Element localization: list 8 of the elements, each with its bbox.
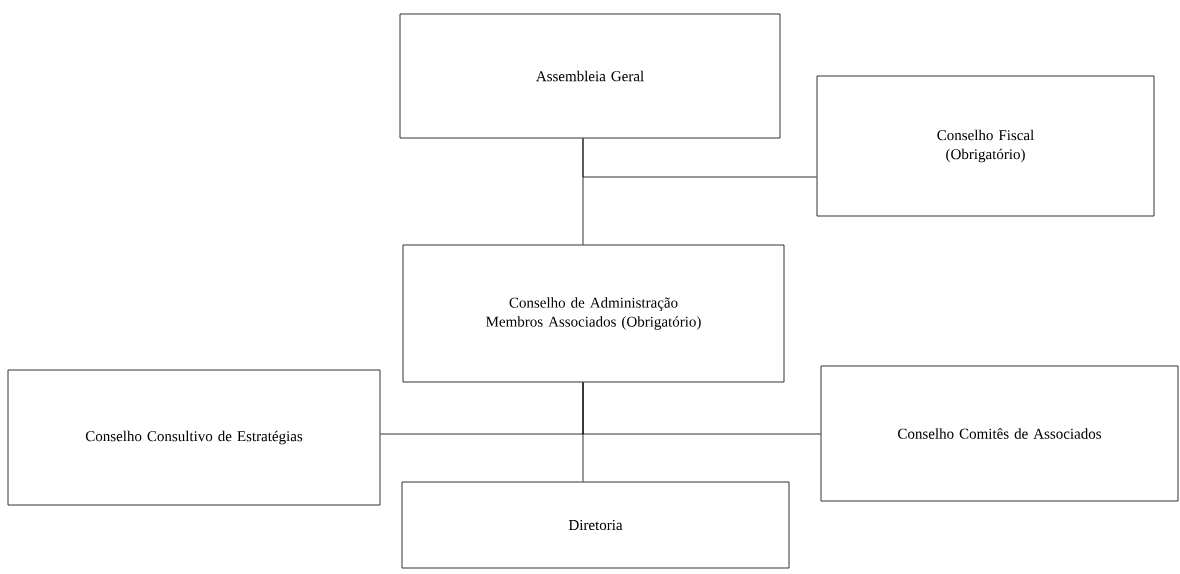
org-box: Conselho Fiscal (Obrigatório) — [816, 75, 1155, 217]
org-box: Conselho de Administração Membros Associados (Obrigatório) — [402, 244, 785, 383]
org-box: Conselho Consultivo de Estratégias — [7, 369, 381, 506]
org-box: Conselho Comitês de Associados — [820, 365, 1179, 502]
connector-line — [582, 382, 821, 435]
org-box: Diretoria — [401, 481, 790, 569]
connector-line — [582, 138, 817, 178]
org-box: Assembleia Geral — [399, 13, 781, 139]
